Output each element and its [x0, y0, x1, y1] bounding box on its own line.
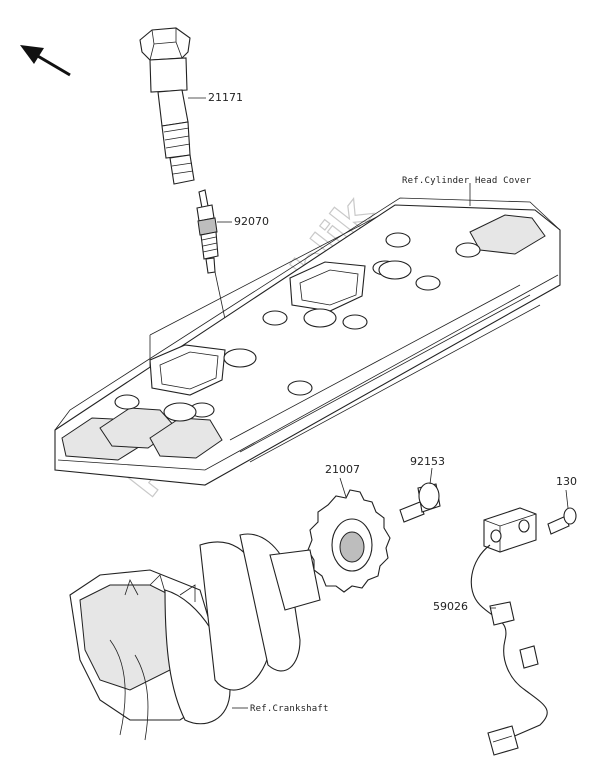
front-direction-arrow-icon [20, 45, 71, 77]
ref-cylinder-head-cover: Ref.Cylinder Head Cover [402, 176, 532, 186]
callout-92070: 92070 [234, 215, 269, 228]
crankshaft [69, 533, 321, 741]
callout-92153: 92153 [410, 455, 445, 468]
callout-130: 130 [556, 475, 577, 488]
callout-21007: 21007 [325, 463, 360, 476]
crank-position-sensor[interactable] [470, 507, 548, 756]
ref-crankshaft: Ref.Crankshaft [250, 704, 329, 714]
ignition-coil[interactable] [139, 27, 206, 185]
callout-21171: 21171 [208, 91, 243, 104]
timing-rotor[interactable] [307, 477, 391, 593]
callout-59026: 59026 [433, 600, 468, 613]
spark-plug[interactable] [196, 189, 232, 274]
bolt-130[interactable] [547, 489, 577, 535]
cylinder-head-cover [54, 183, 561, 486]
bolt-92153[interactable] [399, 467, 441, 523]
